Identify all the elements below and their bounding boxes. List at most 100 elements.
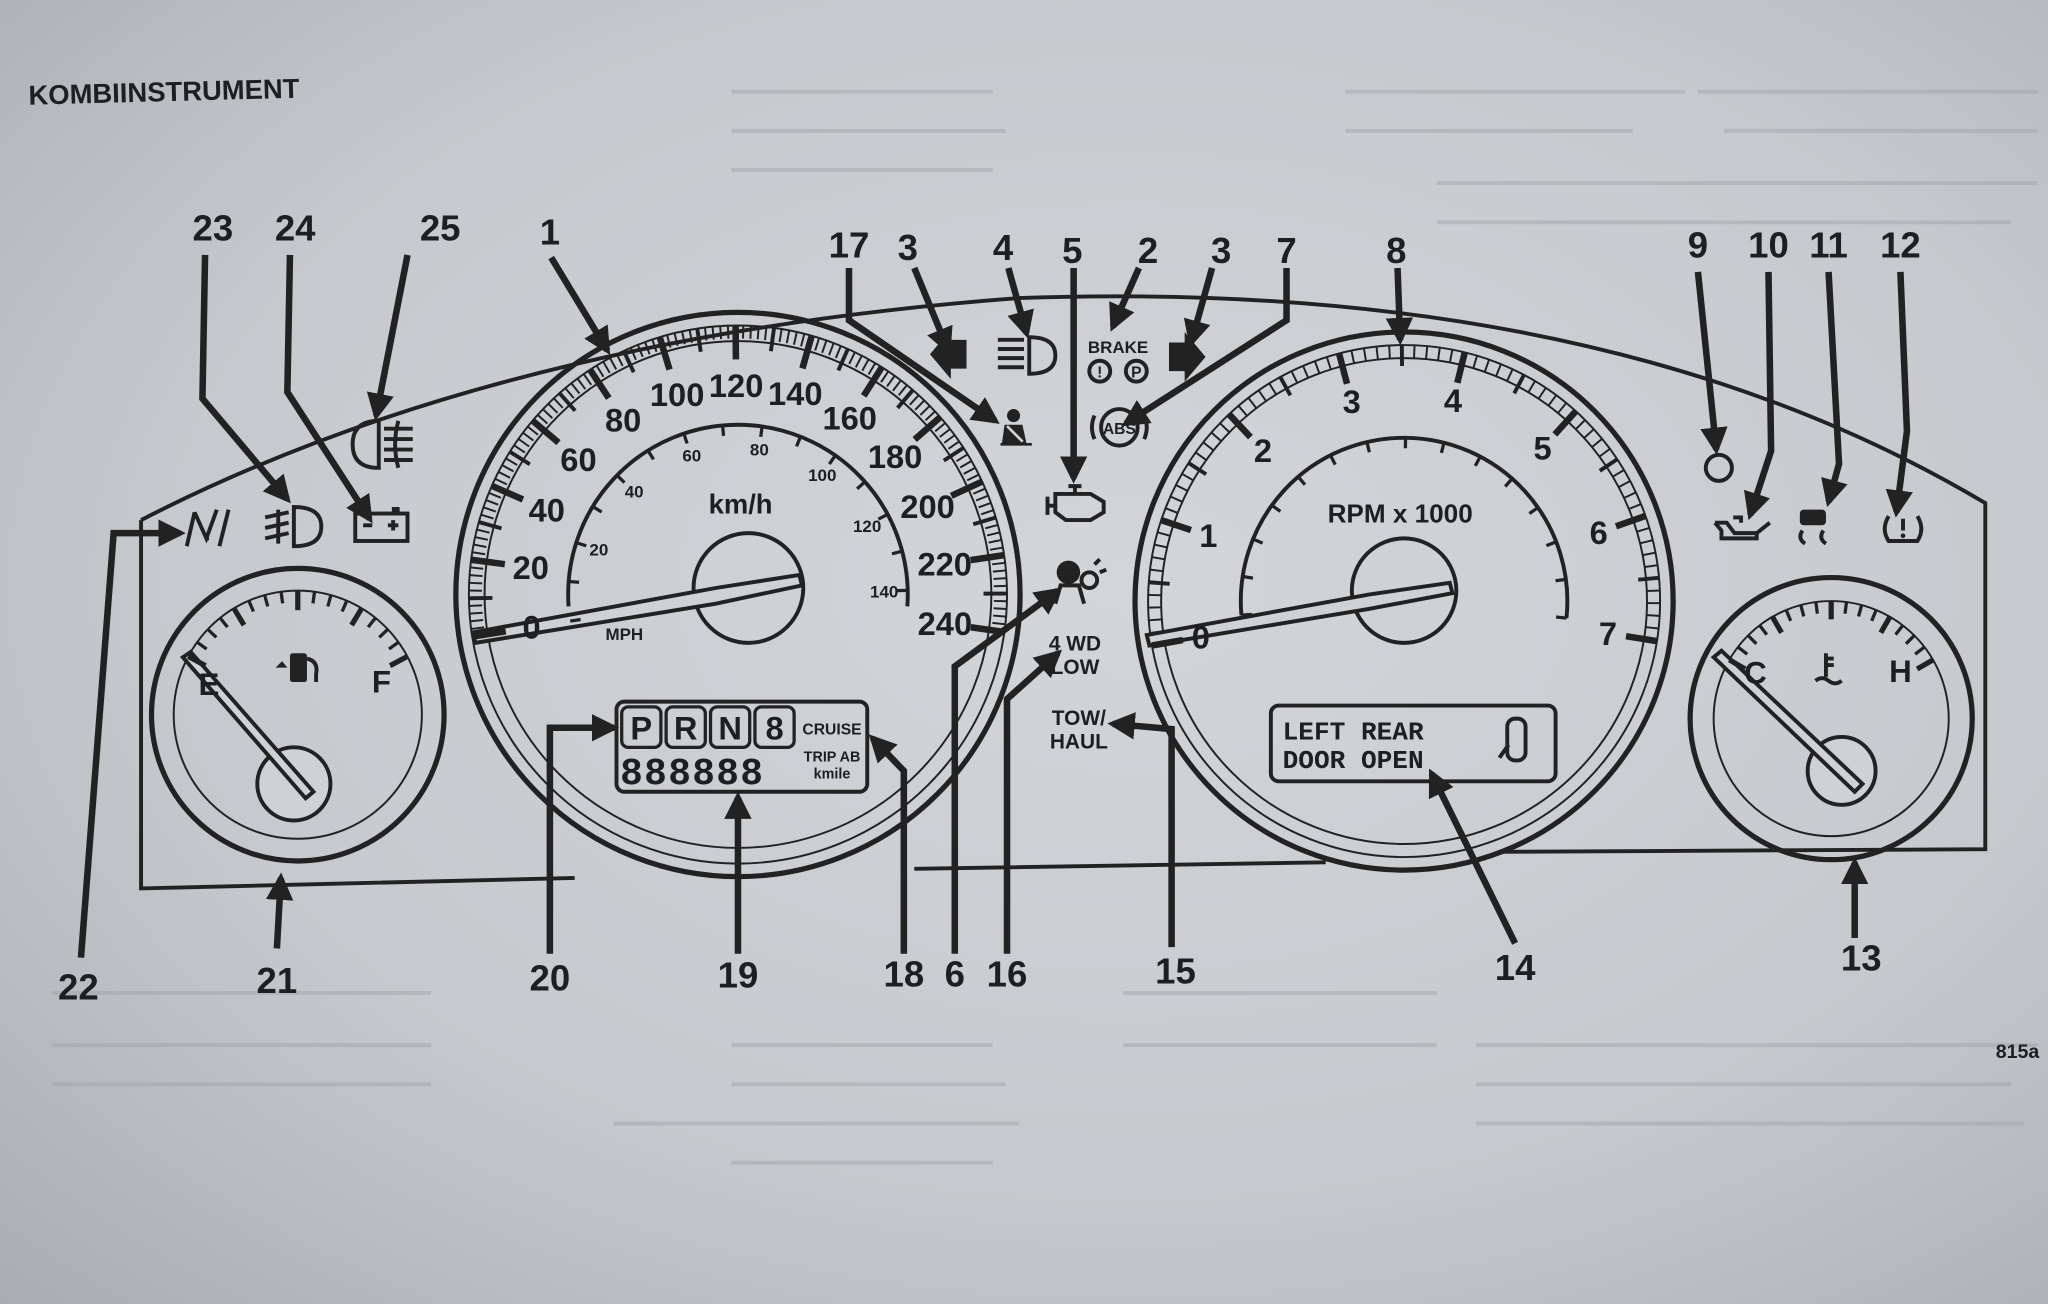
callout-7: 7	[1276, 230, 1296, 271]
callout-3-left: 3	[898, 227, 918, 268]
temp-tick	[1746, 634, 1758, 645]
temp-tick	[1814, 601, 1819, 614]
callout-14: 14	[1495, 947, 1536, 988]
rpm-inner-tick	[1241, 612, 1252, 617]
rpm-minor-tick	[1175, 484, 1188, 492]
speed-minor-tick	[892, 379, 902, 392]
speed-minor-tick	[943, 434, 956, 444]
mph-tick	[891, 549, 903, 556]
fuel-tick	[378, 628, 389, 639]
parking-brake-icon: P	[1123, 358, 1149, 384]
speed-scale-label: 40	[529, 492, 565, 529]
temp-tick	[1758, 624, 1769, 636]
callout-25: 25	[420, 208, 461, 249]
speed-minor-tick	[629, 347, 637, 361]
rpm-minor-tick	[1644, 564, 1658, 568]
rpm-minor-tick	[1495, 363, 1502, 377]
rpm-minor-tick	[1425, 346, 1429, 360]
speed-major-tick	[587, 367, 612, 400]
fuel-tick	[206, 628, 218, 639]
rpm-scale-label: 2	[1254, 432, 1272, 469]
rpm-mid-tick	[1638, 575, 1660, 582]
mph-scale-label: 120	[853, 517, 881, 536]
speed-minor-tick	[553, 397, 564, 409]
rpm-minor-tick	[1219, 422, 1231, 433]
speed-minor-tick	[688, 329, 693, 343]
rpm-scale-label: 0	[1192, 618, 1210, 655]
fuel-tick	[279, 591, 285, 604]
speed-minor-tick	[924, 410, 936, 422]
callout-6: 6	[945, 953, 965, 994]
speed-minor-tick	[602, 361, 611, 374]
speed-major-tick	[471, 628, 507, 640]
rpm-minor-tick	[1148, 618, 1162, 622]
traction-control-icon	[1798, 509, 1828, 546]
speed-major-tick	[530, 418, 561, 446]
mph-tick	[615, 474, 626, 484]
figure-code: 815a	[1996, 1041, 2041, 1063]
callout-11: 11	[1809, 225, 1848, 266]
speed-minor-tick	[469, 604, 483, 607]
speed-mid-tick	[478, 520, 503, 531]
rpm-minor-tick	[1237, 405, 1248, 417]
rpm-minor-tick	[1557, 402, 1567, 414]
rpm-minor-tick	[1583, 428, 1595, 439]
speed-minor-tick	[914, 399, 925, 411]
speed-minor-tick	[897, 384, 908, 396]
speed-mid-tick	[508, 450, 531, 466]
fuel-tick	[340, 600, 349, 613]
speed-minor-tick	[472, 551, 486, 556]
rpm-minor-tick	[1598, 448, 1611, 458]
mph-tick	[568, 579, 580, 584]
callout-22: 22	[58, 966, 99, 1007]
speed-minor-tick	[992, 621, 1006, 626]
callout-2: 2	[1138, 230, 1158, 271]
rpm-minor-tick	[1537, 387, 1547, 400]
speed-minor-tick	[582, 373, 593, 386]
fuel-empty-label: E	[199, 667, 220, 702]
speed-minor-tick	[469, 611, 483, 615]
rpm-minor-tick	[1612, 469, 1625, 478]
callout-numbers: 23 24 25 1 17 3 4 5 2 3 7 8 9 10 11 12 2…	[58, 208, 1921, 1008]
temp-major-tick	[1728, 657, 1747, 672]
speed-scale-label: 0	[522, 609, 540, 646]
speed-minor-tick	[494, 477, 508, 486]
temperature-gauge: C H	[1687, 574, 1975, 863]
temp-tick	[1894, 624, 1905, 636]
speed-minor-tick	[485, 499, 499, 506]
message-center: LEFT REAR DOOR OPEN	[1268, 703, 1558, 784]
speed-scale-label: 160	[822, 399, 876, 436]
speed-mid-tick	[836, 348, 850, 372]
speed-mid-tick	[768, 327, 776, 352]
fuel-tick	[263, 594, 270, 607]
temp-tick	[1799, 604, 1806, 617]
speed-minor-tick	[537, 414, 549, 425]
rpm-minor-tick	[1575, 419, 1586, 430]
temp-tick	[1870, 609, 1878, 622]
tow-label: TOW/	[1052, 707, 1106, 730]
speed-scale-label: 240	[918, 605, 972, 642]
rpm-inner-tick	[1439, 442, 1446, 454]
callout-21: 21	[257, 960, 298, 1001]
speed-minor-tick	[711, 326, 715, 340]
temp-hot-label: H	[1889, 654, 1912, 689]
rpm-mid-tick	[1187, 461, 1208, 476]
temp-major-tick	[1878, 615, 1893, 634]
speed-minor-tick	[644, 341, 651, 355]
speed-minor-tick	[470, 566, 484, 570]
rpm-mid-tick	[1148, 580, 1170, 586]
speed-minor-tick	[834, 345, 842, 359]
rpm-minor-tick	[1639, 539, 1653, 545]
mph-tick	[720, 425, 726, 436]
odometer-digits: 888888	[620, 753, 764, 796]
speed-minor-tick	[609, 357, 618, 370]
rpm-minor-tick	[1149, 630, 1164, 634]
rpm-minor-tick	[1290, 370, 1299, 384]
rpm-inner-tick	[1242, 574, 1254, 580]
speed-unit-label: km/h	[709, 489, 773, 520]
speed-scale-label: 80	[605, 401, 641, 438]
speed-major-tick	[470, 556, 506, 568]
rpm-minor-tick	[1157, 531, 1171, 537]
